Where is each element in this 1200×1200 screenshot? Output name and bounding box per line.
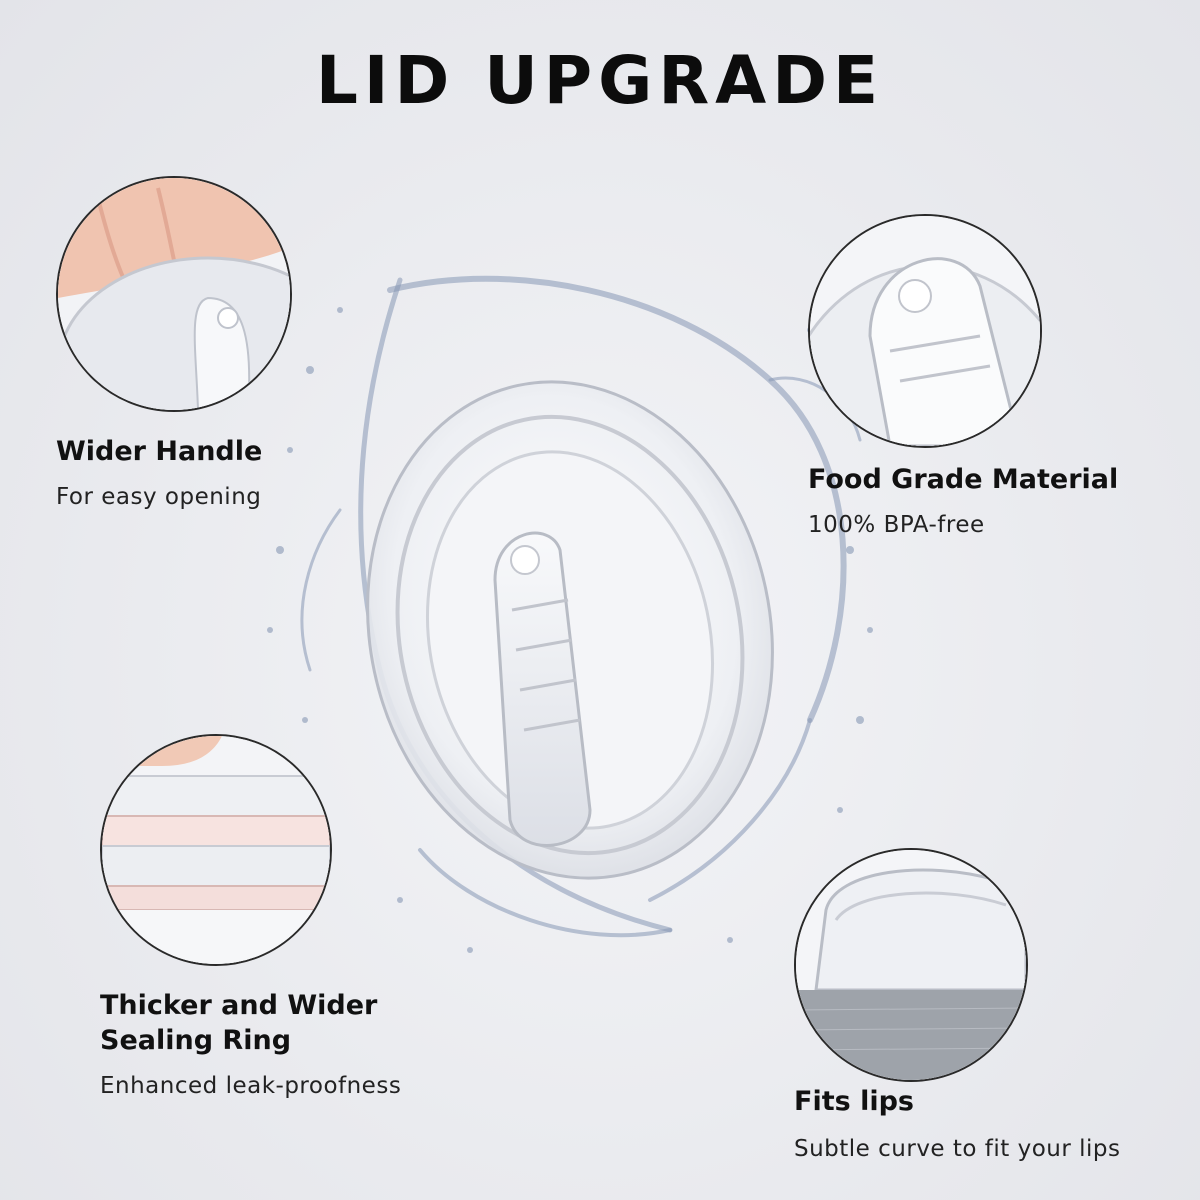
sealing-ring-image (100, 734, 332, 966)
page-title: LID UPGRADE (315, 42, 885, 119)
sealing-ring-title-line2: Sealing Ring (100, 1025, 292, 1056)
food-grade-subtitle: 100% BPA-free (808, 512, 985, 538)
wider-handle-subtitle: For easy opening (56, 484, 262, 510)
lid-hero-image (250, 250, 890, 970)
wider-handle-title: Wider Handle (56, 436, 263, 467)
food-grade-title: Food Grade Material (808, 464, 1119, 495)
sealing-ring-title-line1: Thicker and Wider (100, 990, 378, 1021)
fits-lips-image (794, 848, 1028, 1082)
food-grade-image (808, 214, 1042, 448)
fits-lips-subtitle: Subtle curve to fit your lips (794, 1136, 1121, 1162)
sealing-ring-subtitle: Enhanced leak-proofness (100, 1073, 402, 1099)
fits-lips-title: Fits lips (794, 1086, 914, 1117)
wider-handle-image (56, 176, 292, 412)
